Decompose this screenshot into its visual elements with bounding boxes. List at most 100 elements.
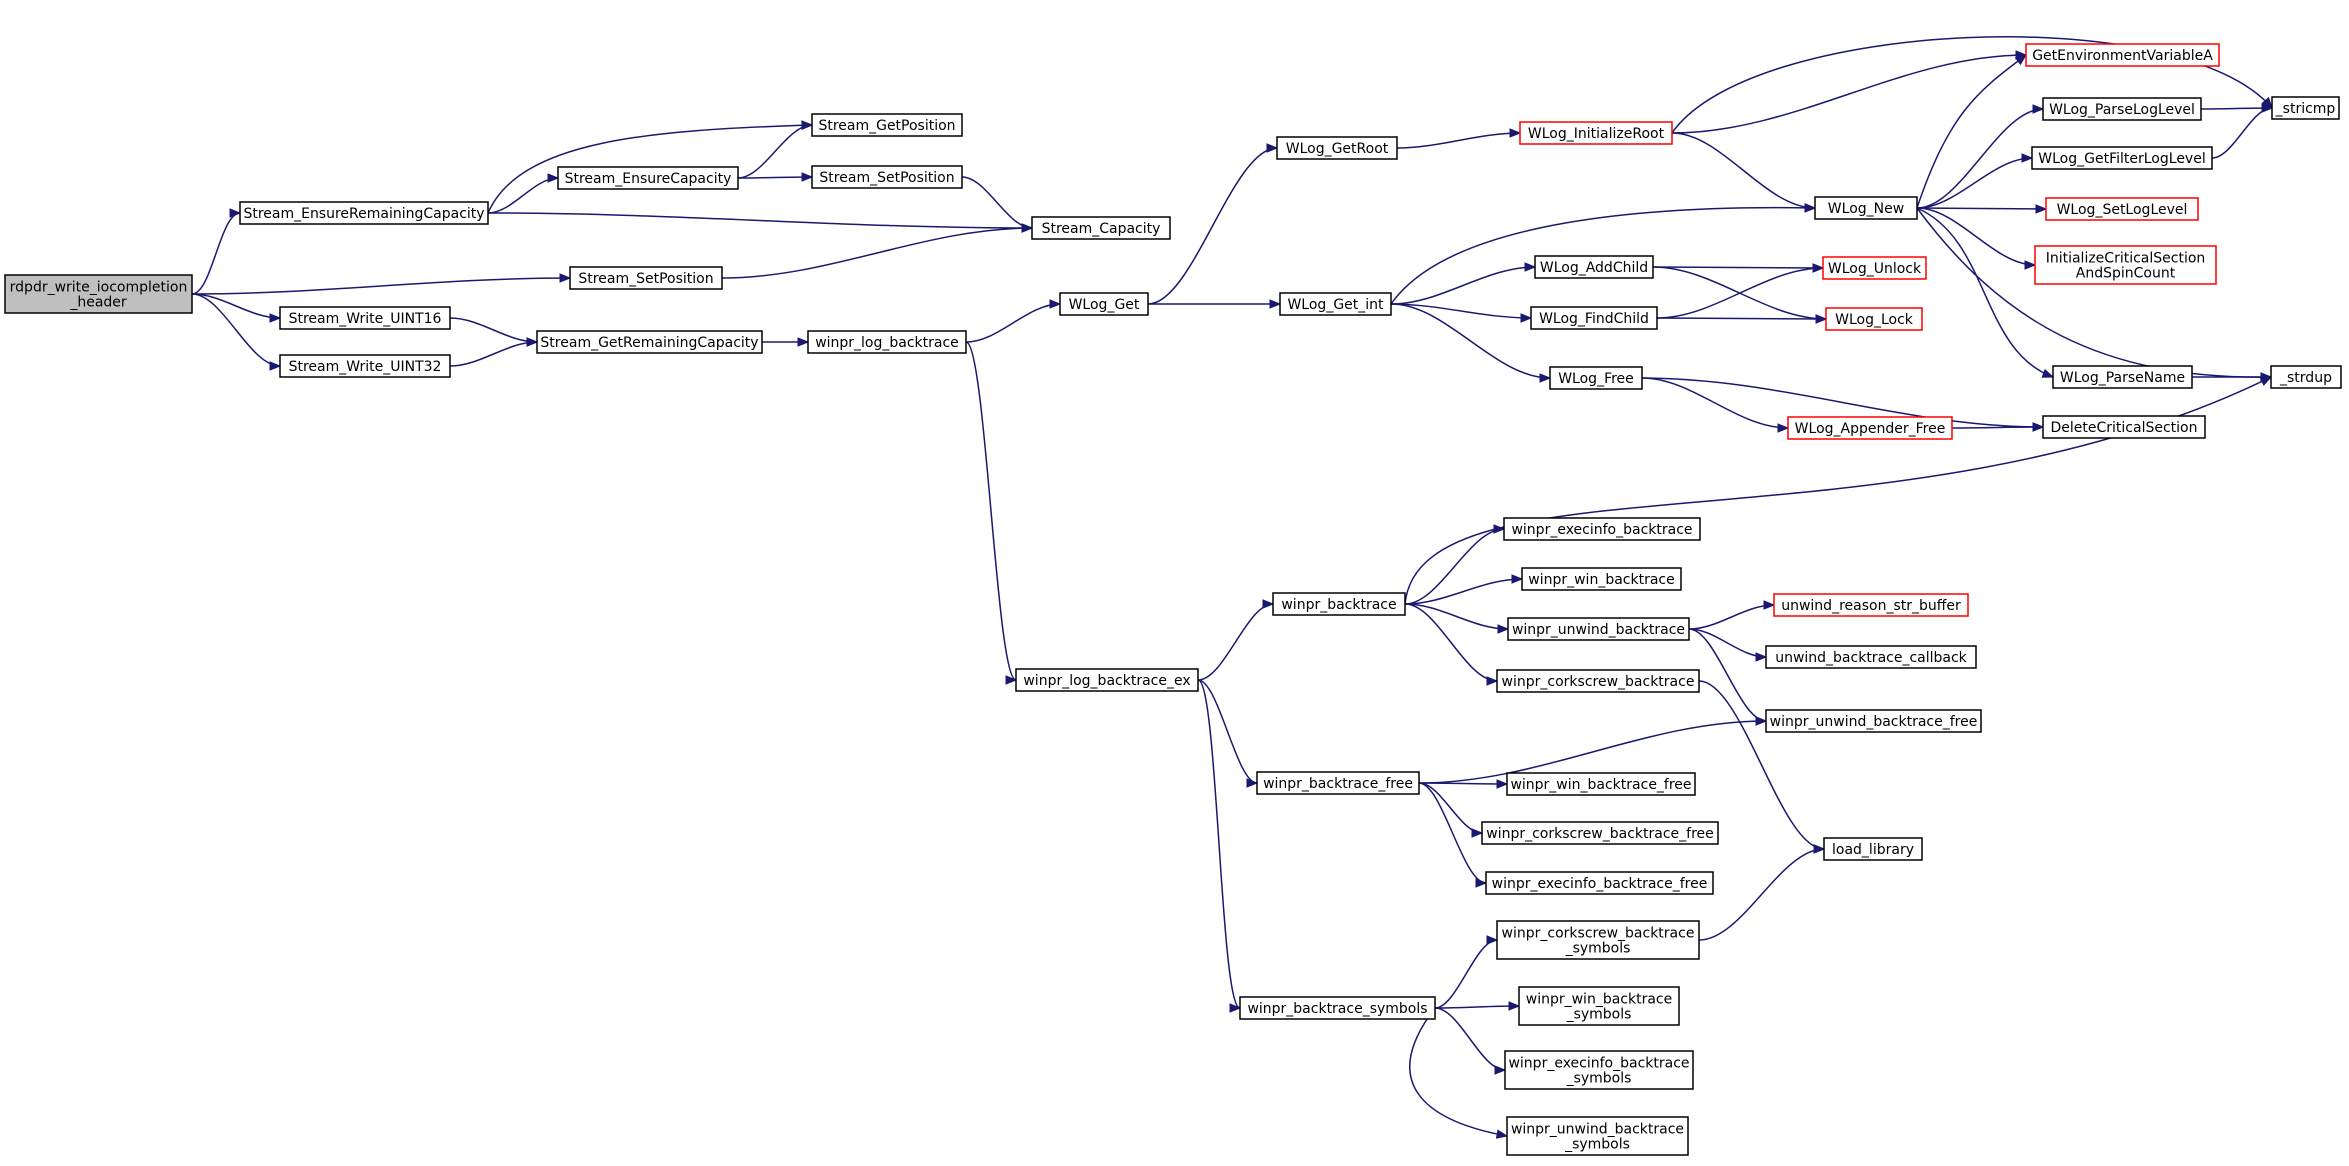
nodes-layer: rdpdr_write_iocompletion_header Stream_En…: [4, 43, 2342, 1156]
node-addChild[interactable]: WLog_AddChild: [1534, 255, 1654, 279]
edge-wlogNew-to-strdup: [1916, 207, 2273, 382]
node-execBt[interactable]: winpr_execinfo_backtrace: [1503, 517, 1701, 541]
node-box: [239, 201, 489, 225]
node-rdpdr[interactable]: rdpdr_write_iocompletion_header: [4, 274, 193, 314]
node-label: load_library: [1832, 842, 1914, 858]
node-box: [1496, 669, 1700, 693]
edge-ensureRem-to-sCap: [487, 212, 1034, 233]
node-box: [2042, 97, 2202, 121]
node-box: [1256, 771, 1420, 795]
node-box: [807, 330, 967, 354]
node-parseName[interactable]: WLog_ParseName: [2052, 365, 2193, 389]
node-stricmp[interactable]: _stricmp: [2271, 96, 2340, 120]
node-wlogFree[interactable]: WLog_Free: [1549, 366, 1643, 390]
node-label: WLog_Unlock: [1828, 261, 1922, 277]
node-corkBtFree[interactable]: winpr_corkscrew_backtrace_free: [1481, 821, 1719, 845]
edge-logBt-to-logBtEx: [965, 341, 1018, 685]
node-box: [1239, 996, 1436, 1020]
edge-btSym-to-execSym: [1434, 1007, 1507, 1075]
node-execBtFree[interactable]: winpr_execinfo_backtrace_free: [1485, 871, 1714, 895]
edge-btFree-to-execBtFree: [1418, 782, 1488, 888]
node-winBt[interactable]: winpr_win_backtrace: [1521, 567, 1682, 591]
node-appFree[interactable]: WLog_Appender_Free: [1787, 416, 1953, 440]
node-label: winpr_win_backtrace_free: [1510, 777, 1691, 793]
edge-wlogNew-to-getFilt: [1916, 153, 2034, 209]
node-wlogGet[interactable]: WLog_Get: [1059, 292, 1149, 316]
edge-wlogNew-to-initCS: [1916, 207, 2037, 270]
node-label: winpr_backtrace_symbols: [1247, 1001, 1427, 1017]
node-unwSym[interactable]: winpr_unwind_backtrace_symbols: [1506, 1116, 1689, 1156]
node-sCap[interactable]: Stream_Capacity: [1031, 216, 1171, 240]
node-corkSym[interactable]: winpr_corkscrew_backtrace_symbols: [1496, 920, 1700, 960]
node-unwReason[interactable]: unwind_reason_str_buffer: [1773, 593, 1969, 617]
edge-bt-to-execBt: [1404, 524, 1506, 605]
node-label: WLog_InitializeRoot: [1528, 126, 1665, 142]
node-logBtEx[interactable]: winpr_log_backtrace_ex: [1015, 668, 1199, 692]
node-box: [1814, 196, 1918, 220]
node-box: [569, 266, 723, 290]
node-box: [536, 330, 763, 354]
edge-initRoot-to-getEnv: [1671, 50, 2028, 134]
node-unlock[interactable]: WLog_Unlock: [1822, 256, 1927, 280]
node-box: [1504, 1050, 1694, 1090]
node-label: _symbols: [1564, 1137, 1630, 1153]
node-getRemCap[interactable]: Stream_GetRemainingCapacity: [536, 330, 763, 354]
node-btSym[interactable]: winpr_backtrace_symbols: [1239, 996, 1436, 1020]
node-label: winpr_win_backtrace: [1526, 992, 1672, 1008]
edge-wlogNew-to-setLvl: [1916, 204, 2048, 214]
node-getFilt[interactable]: WLog_GetFilterLogLevel: [2031, 146, 2213, 170]
node-label: WLog_Lock: [1835, 312, 1914, 328]
node-getPos[interactable]: Stream_GetPosition: [811, 113, 963, 137]
node-delCS[interactable]: DeleteCriticalSection: [2042, 415, 2206, 439]
node-box: [2270, 365, 2342, 389]
node-label: WLog_AddChild: [1540, 260, 1648, 276]
node-ensureRem[interactable]: Stream_EnsureRemainingCapacity: [239, 201, 489, 225]
node-unwCb[interactable]: unwind_backtrace_callback: [1765, 645, 1977, 669]
node-sSetPos1[interactable]: Stream_SetPosition: [569, 266, 723, 290]
node-strdup[interactable]: _strdup: [2270, 365, 2342, 389]
edge-getFilt-to-stricmp: [2211, 103, 2274, 159]
node-corkBt[interactable]: winpr_corkscrew_backtrace: [1496, 669, 1700, 693]
edge-bt-to-winBt: [1404, 574, 1524, 605]
node-lock[interactable]: WLog_Lock: [1825, 307, 1923, 331]
node-btFree[interactable]: winpr_backtrace_free: [1256, 771, 1420, 795]
edge-unwBt-to-unwReason: [1688, 600, 1776, 630]
node-initRoot[interactable]: WLog_InitializeRoot: [1519, 121, 1673, 145]
node-box: [4, 274, 193, 314]
node-wU16[interactable]: Stream_Write_UINT16: [279, 306, 451, 330]
node-winSym[interactable]: winpr_win_backtrace_symbols: [1518, 986, 1680, 1026]
edge-findChild-to-unlock: [1656, 263, 1825, 319]
edge-getInt-to-wlogFree: [1390, 303, 1552, 383]
node-box: [1530, 306, 1658, 330]
node-box: [1506, 1116, 1689, 1156]
node-setLvl[interactable]: WLog_SetLogLevel: [2045, 197, 2199, 221]
node-label: WLog_GetRoot: [1286, 141, 1389, 157]
node-getEnv[interactable]: GetEnvironmentVariableA: [2025, 43, 2220, 67]
node-winBtFree[interactable]: winpr_win_backtrace_free: [1506, 772, 1696, 796]
edge-wlogNew-to-parseName: [1916, 207, 2055, 378]
edge-ensureRem-to-ensureCap: [487, 173, 560, 214]
node-box: [1773, 593, 1969, 617]
node-wU32[interactable]: Stream_Write_UINT32: [279, 354, 451, 378]
node-getInt[interactable]: WLog_Get_int: [1279, 292, 1392, 316]
node-ensureCap[interactable]: Stream_EnsureCapacity: [557, 166, 739, 190]
node-wlogNew[interactable]: WLog_New: [1814, 196, 1918, 220]
edge-rdpdr-to-ensureRem: [191, 208, 242, 295]
node-box: [1765, 709, 1982, 733]
node-getRoot[interactable]: WLog_GetRoot: [1276, 136, 1398, 160]
node-unwBtFree[interactable]: winpr_unwind_backtrace_free: [1765, 709, 1982, 733]
node-label: WLog_Free: [1558, 371, 1634, 387]
node-unwBt[interactable]: winpr_unwind_backtrace: [1507, 617, 1690, 641]
node-sSetPos2[interactable]: Stream_SetPosition: [811, 165, 963, 189]
node-bt[interactable]: winpr_backtrace: [1272, 592, 1406, 616]
node-findChild[interactable]: WLog_FindChild: [1530, 306, 1658, 330]
node-box: [1825, 307, 1923, 331]
node-logBt[interactable]: winpr_log_backtrace: [807, 330, 967, 354]
node-box: [1279, 292, 1392, 316]
node-execSym[interactable]: winpr_execinfo_backtrace_symbols: [1504, 1050, 1694, 1090]
node-loadLib[interactable]: load_library: [1823, 837, 1923, 861]
node-parseLvl[interactable]: WLog_ParseLogLevel: [2042, 97, 2202, 121]
node-label: WLog_ParseLogLevel: [2049, 102, 2195, 118]
